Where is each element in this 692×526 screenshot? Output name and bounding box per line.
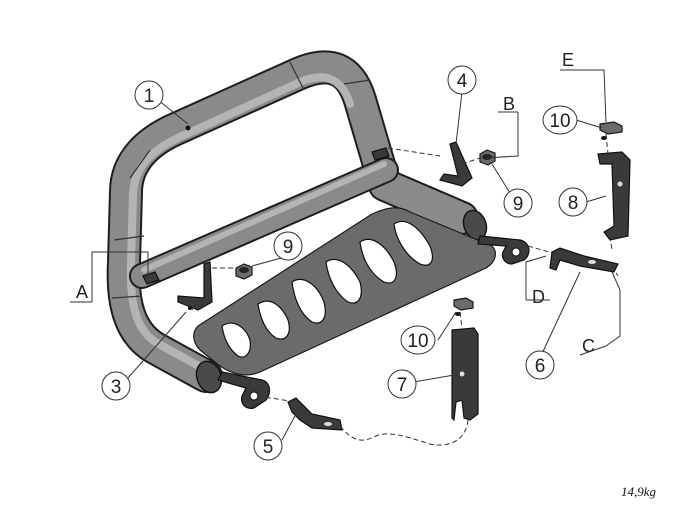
letter-D: D	[532, 287, 545, 307]
callout-9-left: 9	[273, 231, 303, 261]
bracket-3	[177, 261, 213, 311]
callout-10-top: 10	[542, 105, 578, 135]
callout-6: 6	[525, 350, 555, 380]
callout-label-10-top: 10	[549, 111, 570, 132]
callout-5: 5	[253, 431, 283, 461]
callout-9-right: 9	[503, 188, 533, 218]
skid-plate	[193, 207, 530, 409]
callout-label-4: 4	[457, 71, 468, 92]
callout-label-7: 7	[397, 375, 408, 396]
bracket-5	[287, 397, 343, 431]
bolt-10-top	[599, 121, 623, 140]
letter-C: C	[582, 336, 595, 356]
letter-B: B	[503, 94, 515, 114]
callout-10-bottom: 10	[400, 325, 436, 355]
callout-leaders	[91, 69, 621, 441]
callout-3: 3	[101, 371, 131, 401]
letter-A: A	[76, 282, 88, 302]
bracket-8	[597, 151, 631, 241]
callout-7: 7	[387, 369, 417, 399]
callout-label-5: 5	[263, 437, 274, 458]
callout-label-8: 8	[568, 193, 579, 214]
callout-label-6: 6	[535, 356, 546, 377]
post-7	[451, 327, 479, 422]
nut-9-left	[235, 263, 253, 280]
callout-label-1: 1	[144, 86, 155, 107]
callout-8: 8	[558, 187, 588, 217]
bull-bar-frame	[106, 50, 488, 394]
callout-label-3: 3	[111, 377, 122, 398]
bracket-4	[439, 141, 473, 187]
callout-4: 4	[447, 65, 477, 95]
bolt-10-bottom	[453, 297, 474, 316]
weight-label: 14,9kg	[621, 484, 657, 499]
bracket-6	[549, 247, 619, 273]
callout-label-10-bottom: 10	[407, 331, 428, 352]
letter-E: E	[562, 50, 574, 70]
callout-label-9-right: 9	[513, 194, 524, 215]
callout-label-9-left: 9	[283, 237, 294, 258]
assembly-lines	[191, 133, 619, 446]
callout-1: 1	[134, 80, 164, 110]
